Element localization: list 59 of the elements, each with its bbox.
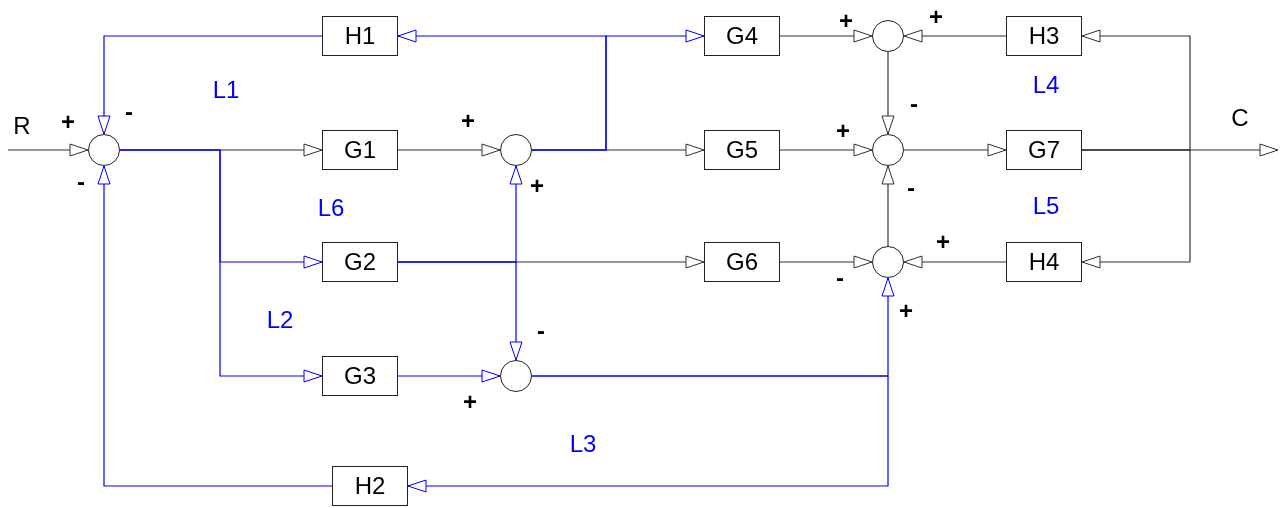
signal-arrow: [407, 375, 889, 493]
sign-label: +: [929, 5, 943, 29]
block-box: G3: [322, 356, 398, 396]
signal-arrow: [881, 165, 895, 247]
sign-label: +: [936, 230, 950, 254]
signal-arrow: [397, 29, 607, 151]
sign-label: -: [907, 176, 915, 200]
sign-label: -: [836, 266, 844, 290]
signal-label: C: [1231, 106, 1249, 130]
summing-junction: [500, 360, 532, 392]
loop-label: L3: [569, 432, 597, 456]
signal-arrow: [7, 143, 89, 157]
block-box: H2: [332, 466, 408, 506]
signal-arrow: [881, 51, 895, 135]
signal-arrow: [779, 143, 873, 157]
sign-label: +: [836, 119, 850, 143]
block-box: G6: [704, 242, 780, 282]
block-box: G1: [322, 130, 398, 170]
signal-arrow: [397, 369, 501, 383]
signal-arrow: [97, 35, 323, 135]
signal-arrow: [779, 255, 873, 269]
signal-arrow: [903, 143, 1007, 157]
summing-junction: [872, 20, 904, 52]
signal-arrow: [903, 255, 1007, 269]
loop-label: L2: [266, 308, 294, 332]
signal-arrow: [397, 143, 501, 157]
loop-label: L6: [317, 196, 345, 220]
sign-label: +: [530, 174, 544, 198]
signal-arrow: [903, 29, 1007, 43]
signal-arrow: [397, 261, 523, 361]
sign-label: -: [910, 92, 918, 116]
sign-label: -: [125, 100, 133, 124]
sign-label: +: [839, 9, 853, 33]
sign-label: +: [61, 110, 75, 134]
loop-label: L1: [212, 78, 240, 102]
loop-label: L5: [1032, 194, 1060, 218]
sign-label: +: [463, 390, 477, 414]
block-box: G4: [704, 16, 780, 56]
sign-label: +: [899, 299, 913, 323]
signal-label: R: [13, 114, 31, 138]
signal-arrow: [119, 149, 323, 383]
signal-arrow: [779, 29, 873, 43]
block-box: G2: [322, 242, 398, 282]
summing-junction: [500, 134, 532, 166]
summing-junction: [872, 134, 904, 166]
sign-label: -: [77, 170, 85, 194]
block-box: G5: [704, 130, 780, 170]
summing-junction: [872, 246, 904, 278]
signal-arrow: [1081, 29, 1191, 151]
sign-label: +: [461, 109, 475, 133]
block-box: G7: [1006, 130, 1082, 170]
summing-junction: [88, 134, 120, 166]
signal-arrow: [1081, 149, 1191, 269]
block-box: H4: [1006, 242, 1082, 282]
block-box: H1: [322, 16, 398, 56]
block-box: H3: [1006, 16, 1082, 56]
sign-label: -: [537, 319, 545, 343]
signal-arrow: [97, 165, 333, 487]
loop-label: L4: [1032, 73, 1060, 97]
